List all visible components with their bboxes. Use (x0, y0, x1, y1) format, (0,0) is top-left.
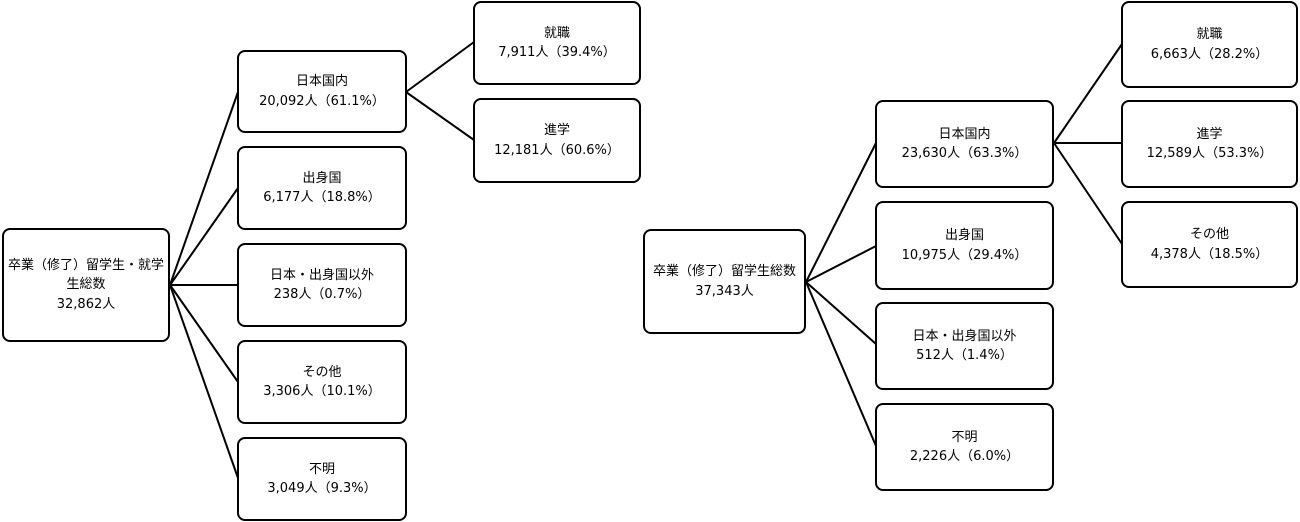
child-value: 4,378人（18.5%） (1150, 246, 1269, 262)
branch-label: 日本・出身国以外 (912, 328, 1017, 344)
child-value: 6,663人（28.2%） (1150, 46, 1269, 62)
right-root-value: 37,343人 (695, 283, 754, 299)
child-value: 12,589人（53.3%） (1146, 146, 1273, 161)
right-child-further-study: 進学 12,589人（53.3%） (1121, 100, 1298, 188)
left-branch-domestic: 日本国内 20,092人（61.1%） (237, 50, 407, 133)
left-root-value: 32,862人 (56, 296, 116, 312)
left-branch-other-country: 日本・出身国以外 238人（0.7%） (237, 243, 407, 327)
right-child-other: その他 4,378人（18.5%） (1121, 201, 1298, 288)
branch-value: 10,975人（29.4%） (901, 247, 1028, 263)
branch-label: 日本国内 (295, 74, 348, 89)
left-branch-other: その他 3,306人（10.1%） (237, 340, 407, 424)
branch-label: 出身国 (302, 170, 342, 186)
branch-value: 512人（1.4%） (916, 348, 1013, 363)
right-child-employment: 就職 6,663人（28.2%） (1121, 1, 1298, 88)
left-child-employment: 就職 7,911人（39.4%） (473, 1, 641, 85)
branch-value: 238人（0.7%） (273, 287, 371, 302)
branch-value: 6,177人（18.8%） (263, 190, 381, 205)
left-branch-home-country: 出身国 6,177人（18.8%） (237, 146, 407, 230)
right-branch-other-country: 日本・出身国以外 512人（1.4%） (875, 302, 1054, 390)
left-root-box: 卒業（修了）留学生・就学 生総数 32,862人 (2, 228, 170, 342)
child-label: 就職 (543, 25, 570, 41)
child-value: 7,911人（39.4%） (498, 45, 616, 60)
right-branch-domestic: 日本国内 23,630人（63.3%） (875, 100, 1054, 188)
right-branch-unknown: 不明 2,226人（6.0%） (875, 403, 1054, 491)
branch-label: 不明 (308, 461, 335, 477)
branch-value: 3,049人（9.3%） (267, 481, 377, 496)
right-root-box: 卒業（修了）留学生総数 37,343人 (643, 229, 806, 334)
left-child-further-study: 進学 12,181人（60.6%） (473, 98, 641, 183)
branch-value: 3,306人（10.1%） (263, 384, 381, 399)
child-label: 進学 (1196, 126, 1223, 142)
branch-value: 2,226人（6.0%） (909, 449, 1020, 464)
child-label: 就職 (1196, 27, 1223, 42)
branch-value: 20,092人（61.1%） (259, 93, 385, 109)
branch-value: 23,630人（63.3%） (901, 146, 1028, 161)
branch-label: 日本・出身国以外 (269, 267, 374, 283)
child-value: 12,181人（60.6%） (494, 142, 620, 158)
child-label: 進学 (543, 123, 570, 138)
right-root-title: 卒業（修了）留学生総数 (652, 264, 796, 279)
branch-label: 出身国 (944, 228, 984, 243)
child-label: その他 (1189, 227, 1229, 242)
branch-label: その他 (302, 364, 342, 380)
branch-label: 日本国内 (938, 126, 991, 142)
left-branch-unknown: 不明 3,049人（9.3%） (237, 437, 407, 521)
left-root-title-line2: 生総数 (66, 277, 106, 293)
right-branch-home-country: 出身国 10,975人（29.4%） (875, 201, 1054, 290)
left-root-title-line1: 卒業（修了）留学生・就学 (7, 257, 164, 273)
branch-label: 不明 (951, 429, 978, 445)
